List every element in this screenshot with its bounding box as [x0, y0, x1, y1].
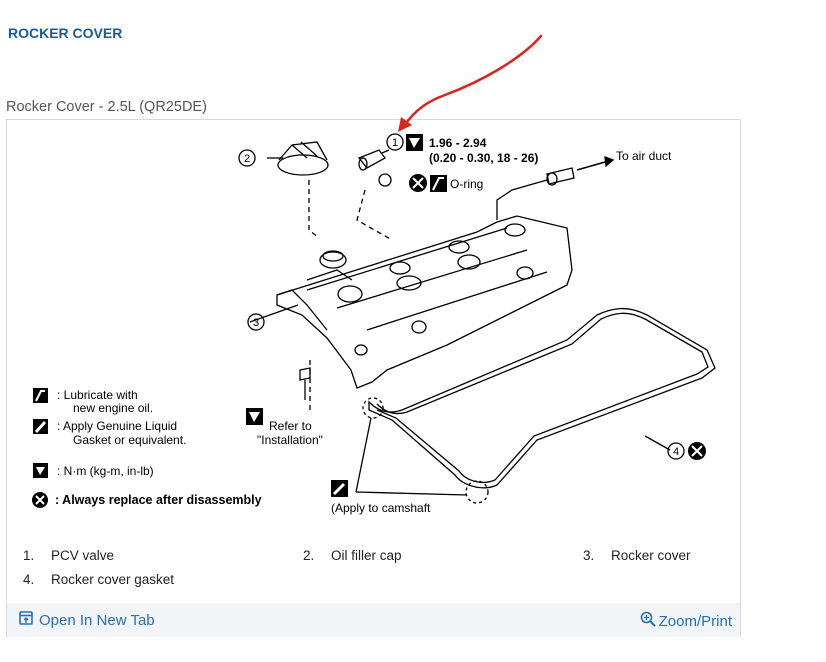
list-item: 4.Rocker cover gasket	[23, 572, 175, 587]
legend-replace: : Always replace after disassembly	[55, 493, 262, 507]
callout-4: 4	[673, 446, 679, 458]
legend-torque: : N·m (kg-m, in-lb)	[57, 464, 154, 478]
legend-lubricate-2: new engine oil.	[73, 401, 153, 415]
section-title: ROCKER COVER	[8, 25, 123, 41]
air-duct-label: To air duct	[616, 149, 672, 163]
callout-2: 2	[244, 153, 250, 165]
zoom-print-button[interactable]: Zoom/Print	[640, 611, 732, 631]
oring-label: O-ring	[450, 177, 483, 191]
apply-camshaft-label: (Apply to camshaft	[331, 501, 431, 515]
callout-1: 1	[392, 137, 398, 149]
legend-liquid-2: Gasket or equivalent.	[73, 433, 186, 447]
figure-caption: Rocker Cover - 2.5L (QR25DE)	[6, 99, 207, 115]
callout-3: 3	[253, 317, 259, 329]
figure-toolbar: Open In New Tab Zoom/Print	[7, 603, 740, 637]
refer-label-2: "Installation"	[257, 433, 323, 447]
zoom-icon	[640, 611, 656, 631]
list-item: 1.PCV valve	[23, 548, 115, 563]
list-item: 3.Rocker cover	[583, 548, 691, 563]
refer-label-1: Refer to	[269, 419, 312, 433]
open-new-tab-button[interactable]: Open In New Tab	[19, 611, 155, 629]
torque-value: 1.96 - 2.94	[429, 136, 487, 150]
open-tab-icon	[19, 611, 33, 629]
legend-liquid-1: : Apply Genuine Liquid	[57, 419, 177, 433]
torque-units-value: (0.20 - 0.30, 18 - 26)	[429, 151, 538, 165]
list-item: 2.Oil filler cap	[303, 548, 402, 563]
rocker-cover-diagram: 2 1 3 4 1.96 - 2.94 (0.20 - 0.30, 18 - 2…	[32, 133, 716, 515]
figure-frame: 2 1 3 4 1.96 - 2.94 (0.20 - 0.30, 18 - 2…	[6, 119, 741, 637]
legend-lubricate-1: : Lubricate with	[57, 388, 138, 402]
